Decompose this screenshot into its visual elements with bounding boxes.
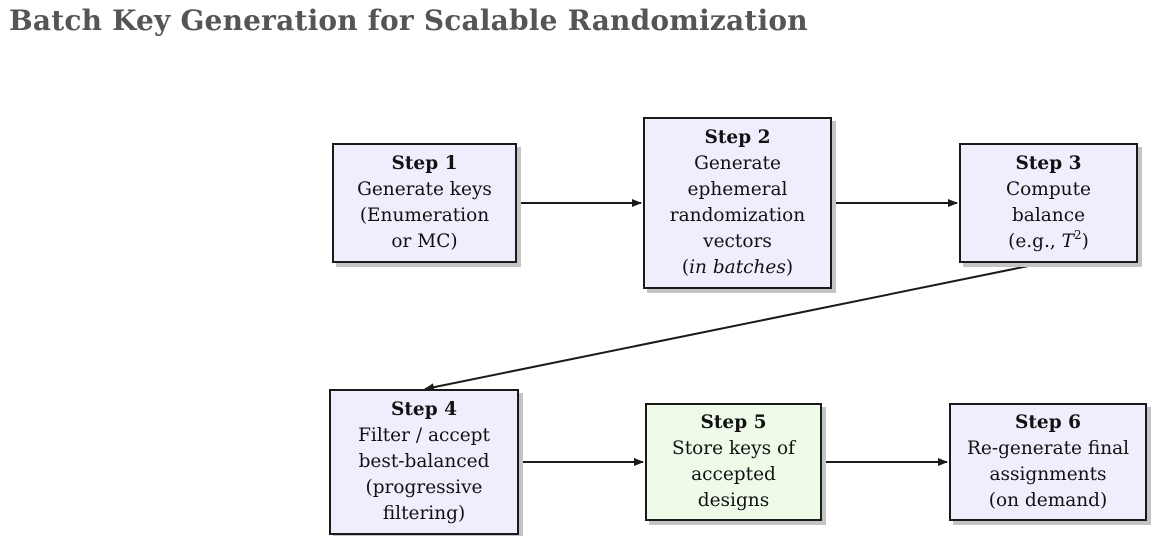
step-4-line-3: (progressive: [365, 477, 483, 498]
step-2-box: Step 2 Generate ephemeral randomization …: [643, 117, 832, 289]
step-1-line-3: or MC): [391, 231, 458, 252]
step-2-note-close: ): [785, 257, 794, 278]
step-3-example-prefix: (e.g.,: [1008, 231, 1062, 252]
step-6-line-1: Re-generate final: [966, 438, 1130, 459]
step-2-label: Step 2: [704, 127, 771, 148]
step-5-line-3: designs: [697, 490, 770, 511]
step-2-line-3: randomization: [669, 205, 806, 226]
step-5-box: Step 5 Store keys of accepted designs: [645, 403, 822, 521]
step-4-label: Step 4: [391, 399, 457, 420]
diagram-title: Batch Key Generation for Scalable Random…: [9, 4, 808, 37]
step-4-box: Step 4 Filter / accept best-balanced (pr…: [329, 389, 519, 535]
step-3-example-variable: T: [1061, 231, 1074, 252]
step-3-line-1: Compute: [1006, 179, 1091, 200]
step-2-line-1: Generate: [694, 153, 781, 174]
step-5-label: Step 5: [700, 412, 767, 433]
step-3-example-suffix: ): [1081, 231, 1089, 252]
step-6-label: Step 6: [1015, 412, 1081, 433]
step-3-label: Step 3: [1015, 153, 1082, 174]
step-4-line-2: best-balanced: [358, 451, 490, 472]
step-2-line-2: ephemeral: [687, 179, 788, 200]
step-6-line-3: (on demand): [988, 490, 1108, 511]
step-2-note-open: (: [681, 257, 690, 278]
step-4-line-1: Filter / accept: [358, 425, 490, 446]
step-2-line-4: vectors: [703, 231, 772, 252]
step-6-line-2: assignments: [989, 464, 1107, 485]
step-3-example: (e.g., T2): [1008, 229, 1089, 255]
step-2-note-emphasis: in batches: [689, 257, 786, 278]
step-6-box: Step 6 Re-generate final assignments (on…: [949, 403, 1147, 521]
arrow-step3-to-step4: [424, 261, 1049, 392]
step-3-line-2: balance: [1011, 205, 1086, 226]
step-5-line-2: accepted: [691, 464, 776, 485]
step-5-line-1: Store keys of: [672, 438, 795, 459]
step-1-label: Step 1: [391, 153, 458, 174]
step-1-line-2: (Enumeration: [359, 205, 490, 226]
step-1-line-1: Generate keys: [357, 179, 492, 200]
step-3-box: Step 3 Compute balance (e.g., T2): [959, 143, 1138, 263]
step-1-box: Step 1 Generate keys (Enumeration or MC): [332, 143, 517, 263]
step-2-note: (in batches): [682, 255, 793, 281]
step-3-example-superscript: 2: [1074, 227, 1082, 242]
step-4-line-4: filtering): [382, 503, 466, 524]
